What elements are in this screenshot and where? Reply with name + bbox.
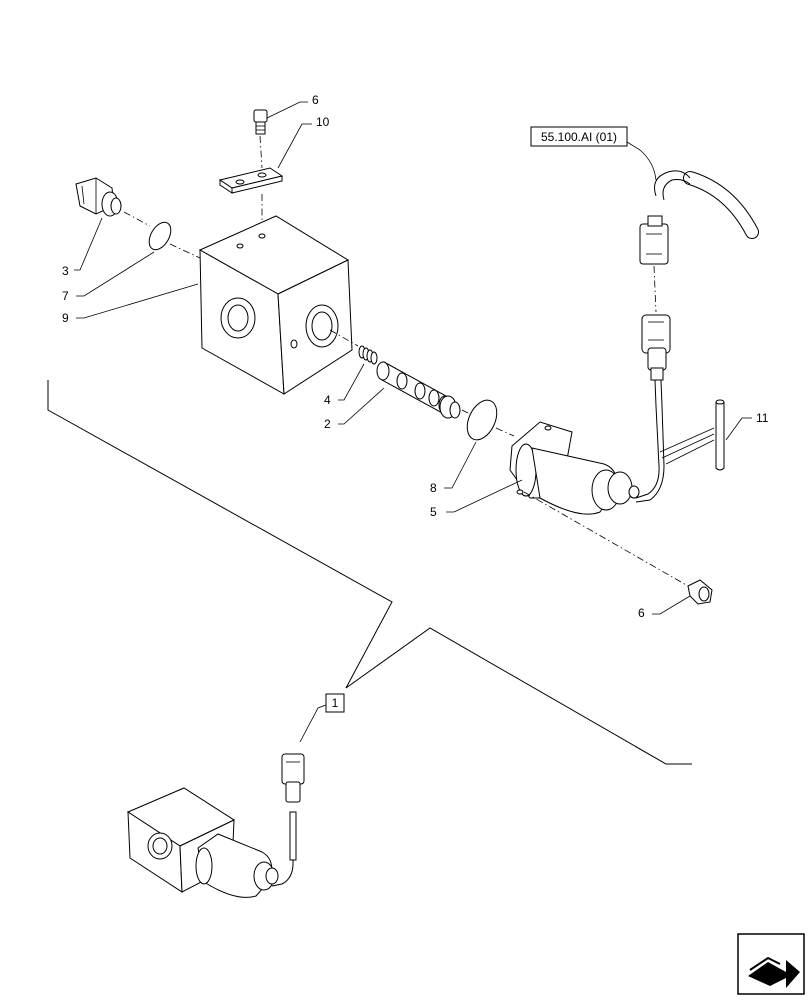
callout-2: 2 [324,417,331,431]
reference-box[interactable]: 55.100.AI (01) [530,126,628,147]
item-4-spring [358,345,378,365]
callout-9: 9 [62,311,69,325]
item-2-spool [376,361,461,419]
item-3-plug [75,177,122,217]
callout-3: 3 [62,264,69,278]
item-6-screw-top [253,109,268,135]
callout-7: 7 [62,289,69,303]
callout-5: 5 [430,505,437,519]
item-6-screw-bottom [687,579,713,605]
callout-6-bottom: 6 [638,606,645,620]
item-5-solenoid [509,421,640,515]
section-line [47,380,692,765]
wiring-harness-connector [639,170,759,265]
item-9-valve-block [198,215,353,395]
detail-box[interactable]: 1 [325,693,345,713]
reference-box-label: 55.100.AI (01) [541,130,617,144]
navigation-arrow-icon[interactable] [737,933,805,995]
item-10-bracket [218,167,284,194]
item-11-sleeve [715,399,725,471]
callout-11: 11 [756,411,769,425]
solenoid-connector [635,314,671,503]
callout-8: 8 [430,481,437,495]
detail-box-label: 1 [332,696,339,710]
callout-4: 4 [324,393,331,407]
callout-6-top: 6 [312,93,319,107]
item-8-o-ring [466,399,498,441]
detail-assembly [126,753,305,898]
item-7-o-ring [148,221,172,251]
callout-10: 10 [316,115,330,129]
